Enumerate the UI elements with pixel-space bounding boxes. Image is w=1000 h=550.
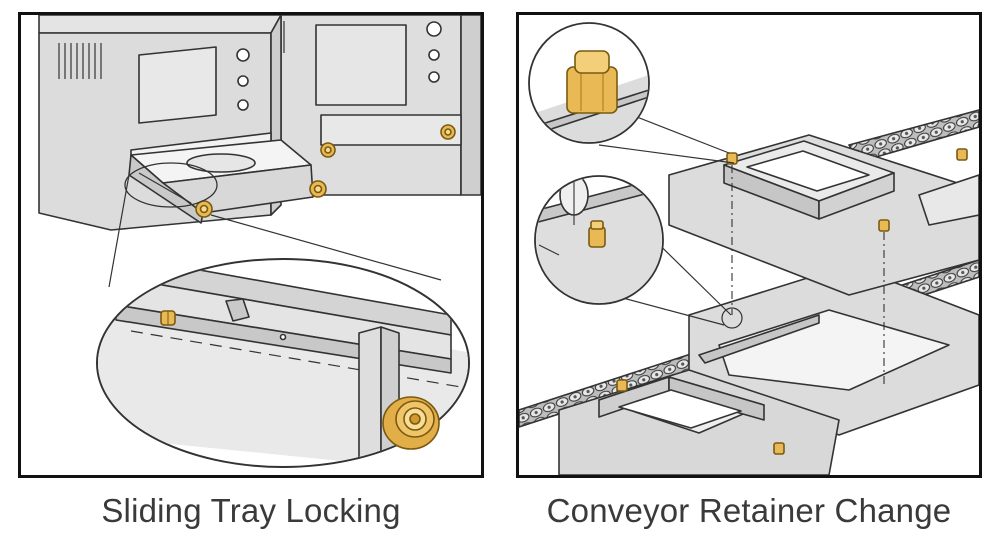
retainer-plate: [668, 134, 979, 296]
thumb-screw-icon: [195, 200, 213, 218]
detail-magnifier: [96, 258, 470, 468]
caption-conveyor-retainer-change: Conveyor Retainer Change: [546, 492, 952, 529]
locating-pin-icon: [616, 379, 628, 392]
caption-sliding-tray-locking: Sliding Tray Locking: [101, 492, 401, 529]
locating-pin-icon: [956, 148, 968, 161]
locating-pin-icon: [773, 442, 785, 455]
locating-pin-icon: [878, 219, 890, 232]
panel-conveyor-retainer: [516, 12, 982, 478]
retainer-plate: [558, 369, 840, 475]
locating-pin-icon: [726, 152, 738, 165]
conveyor-retainer-illustration: [519, 22, 979, 475]
thumb-screw-icon: [382, 396, 440, 450]
sliding-tray-illustration: [38, 15, 481, 468]
hole-detail-callout: [534, 175, 664, 305]
thumb-screw-icon: [440, 124, 456, 140]
locating-pin-icon: [588, 220, 606, 248]
locating-pin-icon: [566, 50, 618, 114]
thumb-screw-icon: [320, 142, 336, 158]
thumb-screw-icon: [309, 180, 327, 198]
locating-pin-icon: [160, 310, 176, 326]
retainer-plate: [688, 264, 979, 436]
panel-sliding-tray: [18, 12, 484, 478]
pin-detail-callout: [528, 22, 650, 144]
